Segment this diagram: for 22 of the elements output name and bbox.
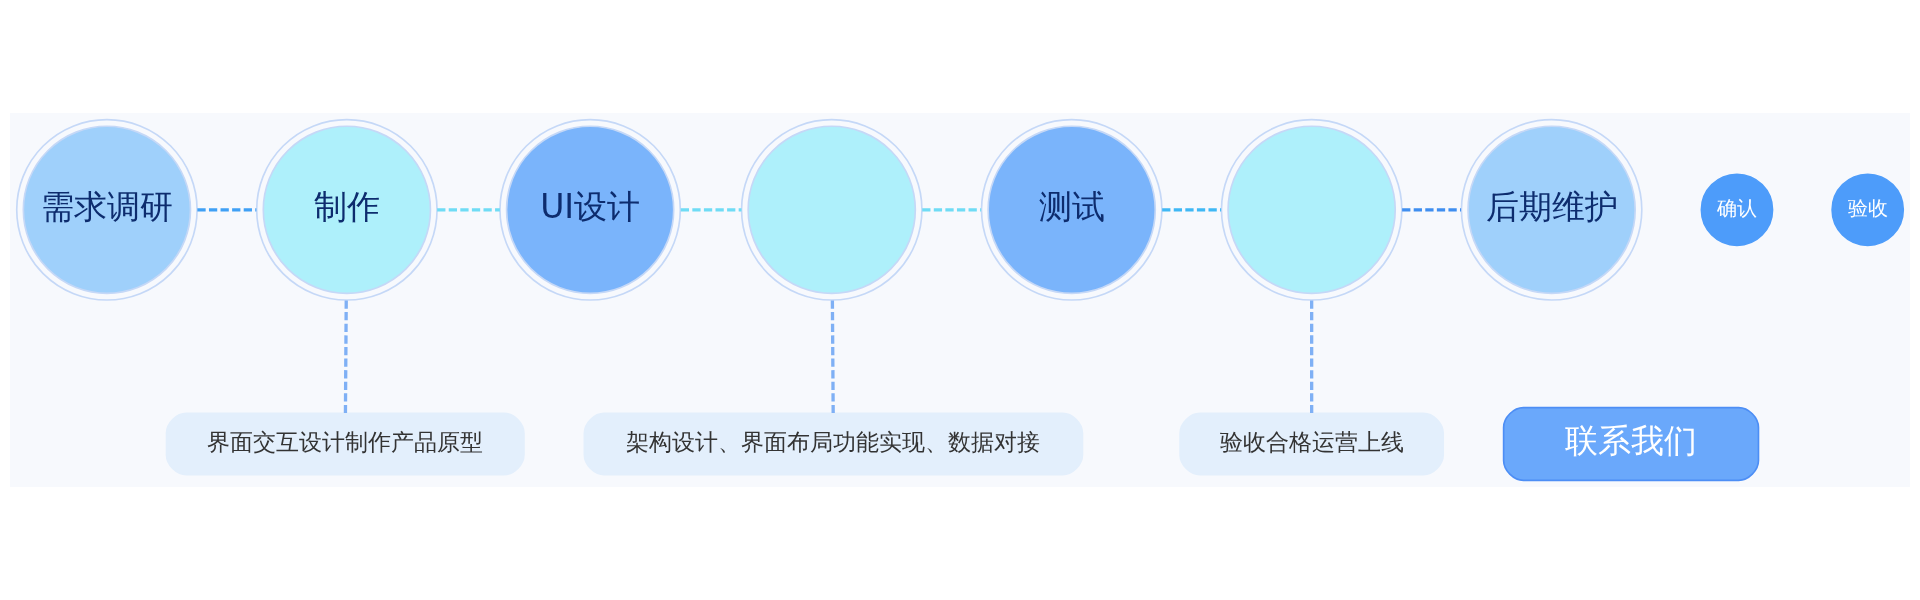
connector xyxy=(680,208,742,212)
node-circle: 需求调研 xyxy=(15,118,198,301)
connector xyxy=(1402,208,1462,212)
node-circle: UI设计 xyxy=(499,118,682,301)
connector xyxy=(1310,300,1314,414)
connector xyxy=(922,208,982,212)
connector xyxy=(1162,208,1222,212)
node-circle: 测试 xyxy=(980,118,1163,301)
node-circle xyxy=(740,118,923,301)
node-box: 验收合格运营上线 xyxy=(1179,412,1445,476)
node-box: 联系我们 xyxy=(1502,406,1760,482)
node-circle: 验收 xyxy=(1831,173,1905,247)
node-circle: 后期维护 xyxy=(1460,118,1643,301)
connector xyxy=(830,300,835,414)
node-box: 架构设计、界面布局功能实现、数据对接 xyxy=(583,412,1084,476)
node-circle xyxy=(1220,118,1403,301)
connector xyxy=(437,208,500,212)
node-circle: 制作 xyxy=(255,118,438,301)
node-circle: 确认 xyxy=(1700,173,1774,247)
connector xyxy=(197,208,257,212)
connector xyxy=(343,300,348,414)
node-box: 界面交互设计制作产品原型 xyxy=(165,412,525,476)
